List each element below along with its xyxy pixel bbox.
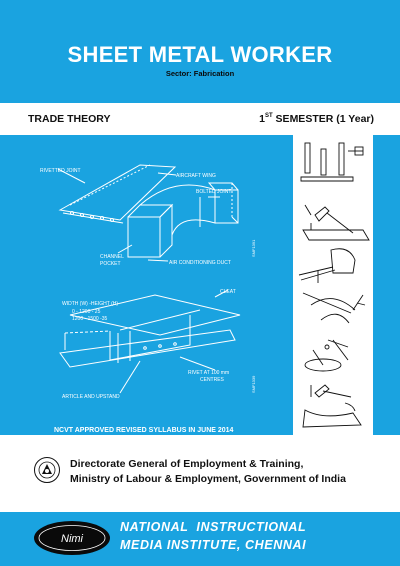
base-plate: [59, 329, 236, 368]
forming-drawing: [302, 384, 362, 428]
code-top: SMF1391: [251, 239, 256, 257]
semester-label: 1ST SEMESTER (1 Year): [259, 113, 374, 125]
label-centres: CENTRES: [200, 377, 225, 383]
semester-suffix: ST: [264, 113, 273, 119]
label-rivet: RIVET AT 100 mm: [188, 370, 229, 376]
cleat-top: [69, 294, 241, 336]
label-dim1: 0 - 1200 - 25: [72, 309, 101, 315]
wing-rivets: [70, 211, 114, 222]
nimi-line-2: MEDIA INSTITUTE, CHENNAI: [120, 538, 307, 552]
ncvt-note: NCVT APPROVED REVISED SYLLABUS IN JUNE 2…: [54, 427, 234, 434]
book-title: SHEET METAL WORKER: [67, 42, 333, 67]
tinsnips-drawing: [304, 339, 349, 372]
sheet-metal-illustrations: RIVETTED JOINT AIRCRAFT WING BOLTED JOIN…: [40, 164, 256, 400]
subheader-row: [0, 103, 400, 135]
stake-drawing: [298, 248, 356, 283]
label-channel: CHANNEL: [100, 254, 124, 260]
nimi-logo-text: Nimi: [61, 533, 84, 545]
dget-ministry-text: Directorate General of Employment & Trai…: [70, 457, 346, 487]
nimi-logo-icon: Nimi: [34, 521, 110, 555]
top-banner: [0, 0, 400, 103]
sector-label: Sector: Fabrication: [165, 69, 235, 78]
punch-tools-drawing: [300, 142, 364, 182]
aircraft-wing-drawing: [58, 164, 177, 221]
dget-line-1: Directorate General of Employment & Trai…: [70, 458, 304, 470]
dget-emblem-icon: [34, 457, 60, 483]
nimi-line-1: NATIONAL INSTRUCTIONAL: [120, 520, 307, 534]
label-cleat: CLEAT: [220, 289, 236, 295]
duct-front: [127, 216, 161, 258]
protractor-drawing: [302, 292, 366, 324]
tools-column: [293, 135, 373, 435]
label-air-duct: AIR CONDITIONING DUCT: [169, 260, 231, 266]
semester-number: 1: [259, 113, 265, 125]
code-bottom: SMF1339: [251, 375, 256, 393]
label-dim2: 1200 - 1500 -35: [72, 316, 108, 322]
label-width-height: WIDTH (W) -HEIGHT (H): [62, 301, 118, 307]
semester-text: SEMESTER (1 Year): [272, 113, 374, 125]
label-pocket: POCKET: [100, 261, 121, 267]
label-article: ARTICLE AND UPSTAND: [62, 394, 120, 400]
label-aircraft-wing: AIRCRAFT WING: [176, 173, 216, 179]
nimi-institute-name: NATIONAL INSTRUCTIONAL MEDIA INSTITUTE, …: [120, 518, 306, 554]
tools-illustrations: [298, 142, 370, 428]
dget-line-2: Ministry of Labour & Employment, Governm…: [70, 473, 346, 485]
hammer-drawing: [302, 204, 370, 241]
label-bolted-joint: BOLTED JOINT: [196, 189, 231, 195]
label-rivetted-joint: RIVETTED JOINT: [40, 168, 81, 174]
trade-theory-label: TRADE THEORY: [28, 113, 111, 125]
